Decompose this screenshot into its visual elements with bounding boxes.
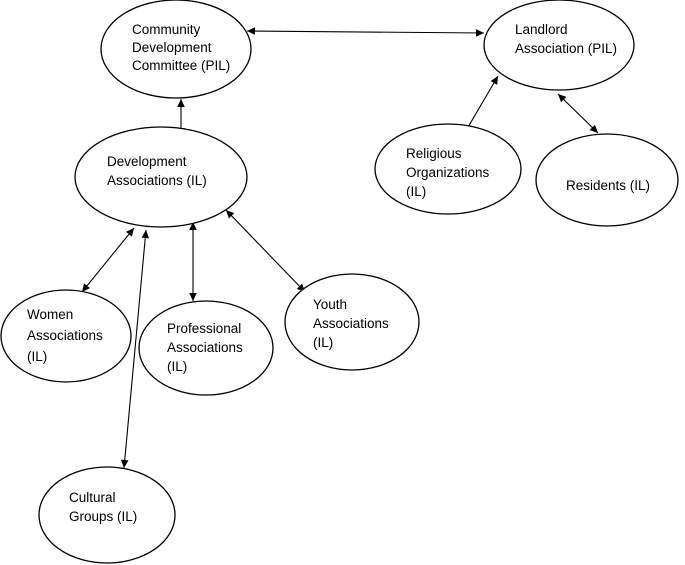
- node-landlord-association: Landlord Association (PIL): [483, 0, 635, 91]
- node-community-development-committee: Community Development Committee (PIL): [100, 0, 252, 99]
- node-label-line: Women: [27, 307, 73, 322]
- node-label-line: (IL): [406, 184, 426, 199]
- arrowhead: [247, 27, 256, 35]
- arrowhead: [189, 293, 197, 301]
- arrowhead: [82, 283, 90, 292]
- node-label-line: Residents (IL): [566, 178, 650, 193]
- arrowhead: [126, 228, 134, 237]
- node-label-line: Religious: [406, 146, 462, 161]
- connector-line: [225, 209, 306, 293]
- arrowhead: [177, 99, 185, 107]
- node-label-line: (IL): [27, 349, 47, 364]
- node-label-line: Youth: [313, 297, 347, 312]
- connector-line: [463, 75, 499, 135]
- connector-landlord-association-to-residents: [557, 93, 599, 134]
- node-label-line: Organizations: [406, 165, 490, 180]
- node-label-line: Committee (PIL): [132, 58, 230, 73]
- arrowhead: [475, 29, 484, 37]
- connector-development-associations-to-professional-associations: [189, 222, 197, 301]
- connector-community-development-committee-to-landlord-association: [246, 27, 485, 37]
- connector-line: [81, 227, 135, 293]
- node-label-line: Groups (IL): [69, 509, 137, 524]
- node-label-line: (IL): [313, 335, 333, 350]
- arrowhead: [490, 76, 498, 85]
- node-development-associations: Development Associations (IL): [74, 126, 248, 228]
- connector-development-associations-to-cultural-groups: [120, 229, 150, 469]
- node-cultural-groups: Cultural Groups (IL): [38, 466, 176, 564]
- connector-line: [246, 30, 485, 34]
- arrowhead: [226, 210, 235, 219]
- node-religious-organizations: Religious Organizations (IL): [374, 123, 522, 215]
- connector-line: [123, 229, 147, 469]
- node-label-line: Development: [107, 154, 187, 169]
- connector-line: [557, 93, 599, 134]
- arrowhead: [141, 230, 150, 239]
- node-label-line: Development: [132, 40, 212, 55]
- connector-development-associations-to-youth-associations: [225, 209, 306, 293]
- arrowhead: [189, 222, 197, 230]
- node-label-line: Associations: [27, 328, 103, 343]
- arrowhead: [589, 124, 598, 133]
- node-label-line: Landlord: [515, 22, 568, 37]
- arrowhead: [558, 94, 567, 103]
- node-label-line: Association (PIL): [515, 41, 617, 56]
- node-label-line: Associations: [167, 340, 243, 355]
- connector-development-associations-to-women-associations: [81, 227, 135, 293]
- node-label-line: (IL): [167, 359, 187, 374]
- node-label-line: Community: [132, 22, 201, 37]
- node-label-line: Cultural: [69, 490, 116, 505]
- node-label-line: Associations: [313, 316, 389, 331]
- node-women-associations: Women Associations (IL): [0, 289, 132, 383]
- node-label-line: Professional: [167, 321, 241, 336]
- node-label-line: Associations (IL): [107, 173, 207, 188]
- node-professional-associations: Professional Associations (IL): [138, 300, 274, 396]
- arrowhead: [120, 459, 129, 468]
- node-youth-associations: Youth Associations (IL): [284, 273, 420, 371]
- node-residents: Residents (IL): [535, 133, 679, 227]
